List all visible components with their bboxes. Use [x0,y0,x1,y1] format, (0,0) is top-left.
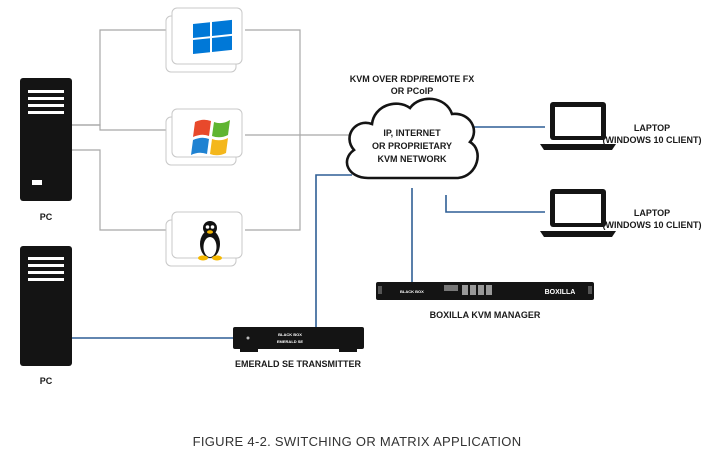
pc-tower-bottom [20,246,72,366]
laptop-icon-2 [540,189,616,237]
transmitter-brand-text: BLACK BOX [278,332,302,337]
laptop-1-label-line1: LAPTOP [634,123,670,133]
pc-top-label: PC [40,212,53,222]
network-protocol-line2: OR PCoIP [391,86,434,96]
cloud-label-line3: KVM NETWORK [378,154,447,164]
laptop-icon-1 [540,102,616,150]
emerald-se-transmitter: BLACK BOX EMERALD SE [233,327,364,352]
os-window-linux [165,211,243,267]
laptop-2-label-line1: LAPTOP [634,208,670,218]
boxilla-brand-text: BLACK BOX [400,289,424,294]
boxilla-label: BOXILLA KVM MANAGER [430,310,541,320]
figure-caption: FIGURE 4-2. SWITCHING OR MATRIX APPLICAT… [193,434,522,449]
cloud-label-line2: OR PROPRIETARY [372,141,452,151]
cloud-icon [345,97,479,180]
laptop-2-label-line2: (WINDOWS 10 CLIENT) [603,220,702,230]
transmitter-label: EMERALD SE TRANSMITTER [235,359,362,369]
os-window-windows10 [165,7,243,73]
boxilla-rack-unit: BLACK BOX BOXILLA [376,282,594,300]
gray-links [72,29,356,231]
windows-xp-logo-icon [191,119,230,156]
laptop-1-label-line2: (WINDOWS 10 CLIENT) [603,135,702,145]
pc-bottom-label: PC [40,376,53,386]
os-window-windows-xp [165,108,243,166]
linux-tux-icon [198,221,222,261]
network-protocol-line1: KVM OVER RDP/REMOTE FX [350,74,475,84]
boxilla-front-text: BOXILLA [545,289,576,296]
windows-10-logo-icon [193,19,232,54]
pc-tower-top [20,78,72,201]
transmitter-front-text: EMERALD SE [277,339,304,344]
cloud-label-line1: IP, INTERNET [383,128,441,138]
